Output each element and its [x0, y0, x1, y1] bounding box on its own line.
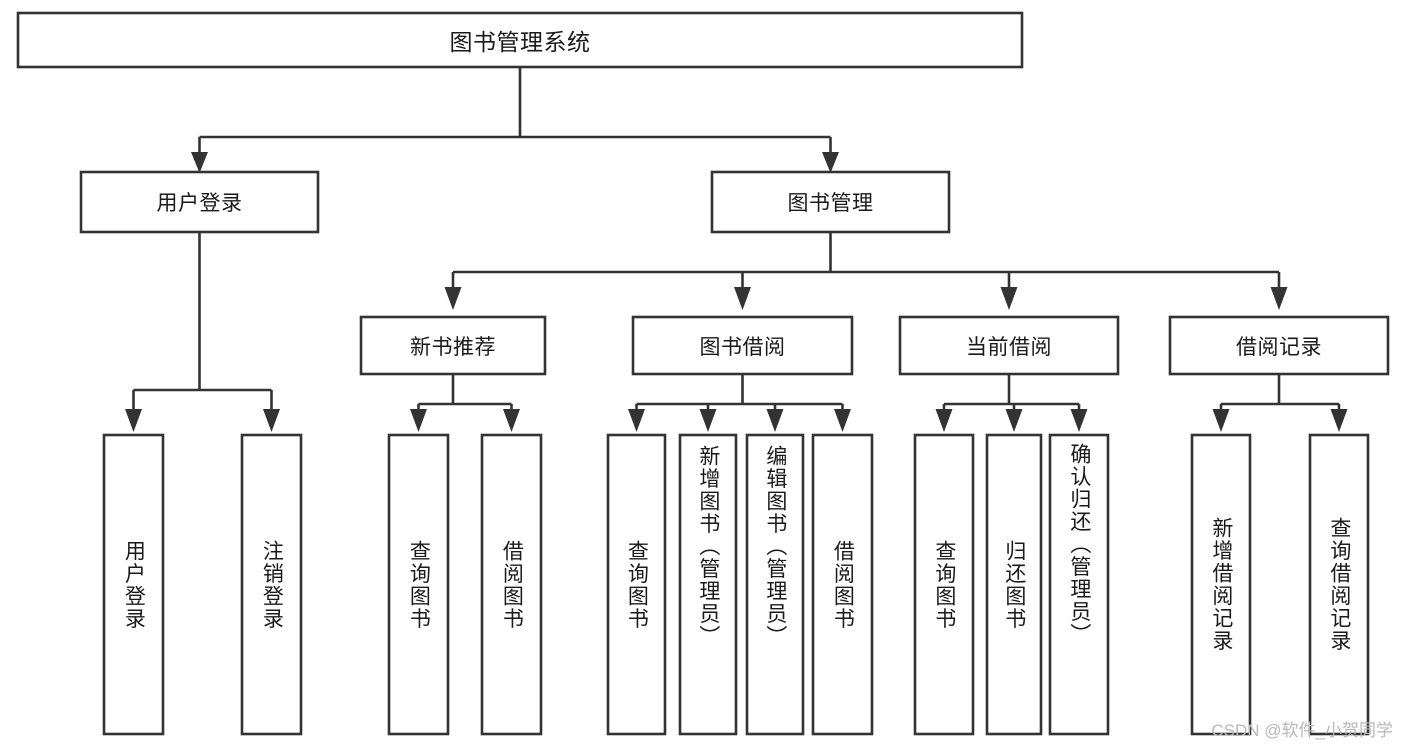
arrowhead-to-query-book-2 [628, 409, 645, 432]
node-box-leaf-return-book[interactable] [985, 433, 1043, 736]
arrowhead-to-query-record [1330, 409, 1348, 432]
connector-user-login-to-children [132, 232, 273, 415]
arrowhead-to-add-record [1212, 409, 1230, 432]
node-box-new-book[interactable] [359, 315, 547, 376]
arrowhead-to-book-mgmt [822, 152, 839, 173]
node-box-leaf-edit-book[interactable] [745, 433, 805, 736]
node-box-book-mgmt[interactable] [710, 170, 951, 234]
node-box-borrow[interactable] [631, 315, 854, 376]
connector-borrow-to-children [635, 374, 844, 415]
node-box-leaf-query-book-3[interactable] [913, 433, 975, 736]
node-box-leaf-borrow-book-2[interactable] [811, 433, 874, 736]
node-box-leaf-add-book[interactable] [678, 433, 738, 736]
connector-new-book-to-children [417, 374, 513, 415]
node-box-leaf-user-login[interactable] [102, 433, 165, 736]
node-box-leaf-query-book-2[interactable] [606, 433, 667, 736]
node-box-leaf-add-record[interactable] [1190, 433, 1252, 736]
arrowhead-to-user-login-leaf [125, 409, 142, 432]
connector-record-to-children [1219, 374, 1341, 415]
arrowhead-to-query-book-3 [935, 409, 953, 432]
arrowhead-to-borrow [734, 287, 751, 310]
node-box-leaf-query-record[interactable] [1308, 433, 1370, 736]
arrowhead-to-record [1270, 287, 1288, 310]
connector-layer [125, 67, 1348, 432]
arrowhead-to-return-book [1005, 409, 1023, 432]
arrowhead-to-borrow-book-1 [503, 409, 520, 432]
node-box-current[interactable] [898, 315, 1120, 376]
connector-current-to-children [942, 374, 1081, 415]
arrowhead-to-new-book [444, 287, 462, 310]
node-box-leaf-confirm-return[interactable] [1048, 433, 1110, 736]
node-box-leaf-logout[interactable] [240, 433, 303, 736]
connector-book-mgmt-to-level2 [451, 232, 1281, 292]
arrowhead-to-current [1000, 287, 1018, 310]
node-box-user-login[interactable] [79, 170, 320, 234]
arrowhead-to-query-book-1 [410, 409, 427, 432]
node-box-leaf-query-book-1[interactable] [387, 433, 450, 736]
arrowhead-to-edit-book [766, 409, 784, 432]
arrowhead-to-user-login [191, 152, 208, 173]
node-layer [16, 11, 1390, 736]
node-box-leaf-borrow-book-1[interactable] [480, 433, 543, 736]
arrowhead-to-borrow-book-2 [834, 409, 851, 432]
node-box-record[interactable] [1168, 315, 1390, 376]
arrowhead-to-add-book [699, 409, 717, 432]
arrowhead-to-logout-leaf [263, 409, 280, 432]
arrowhead-to-confirm-return [1070, 409, 1088, 432]
node-box-root[interactable] [16, 11, 1024, 69]
connector-root-to-level1 [198, 67, 832, 158]
